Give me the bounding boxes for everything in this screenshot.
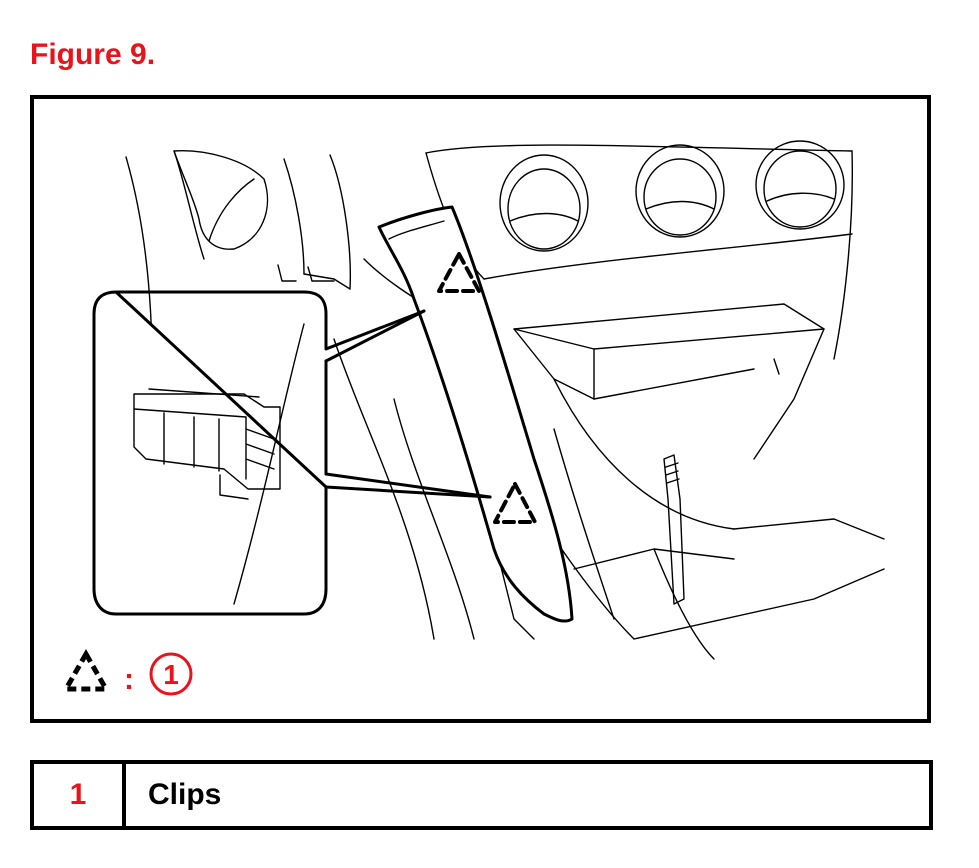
center-console bbox=[333, 303, 885, 660]
figure-illustration-frame: : 1 bbox=[30, 95, 931, 723]
shift-lever bbox=[663, 454, 685, 605]
callout-separator: : bbox=[124, 663, 134, 696]
trim-panel bbox=[377, 205, 574, 623]
clip-marker-icon bbox=[437, 252, 537, 524]
figure-title: Figure 9. bbox=[30, 38, 156, 71]
dashboard-vents bbox=[425, 140, 853, 360]
legend-row-number: 1 bbox=[34, 764, 126, 826]
legend-table: 1 Clips bbox=[30, 760, 933, 830]
circled-number-icon bbox=[149, 652, 193, 696]
detail-inset bbox=[92, 290, 492, 616]
callout-number: 1 bbox=[163, 659, 179, 690]
dashboard-illustration: : 1 bbox=[61, 140, 885, 696]
figure-legend-marker: : 1 bbox=[61, 648, 193, 696]
legend-row-label: Clips bbox=[148, 778, 222, 811]
dashed-triangle-icon bbox=[61, 648, 111, 692]
